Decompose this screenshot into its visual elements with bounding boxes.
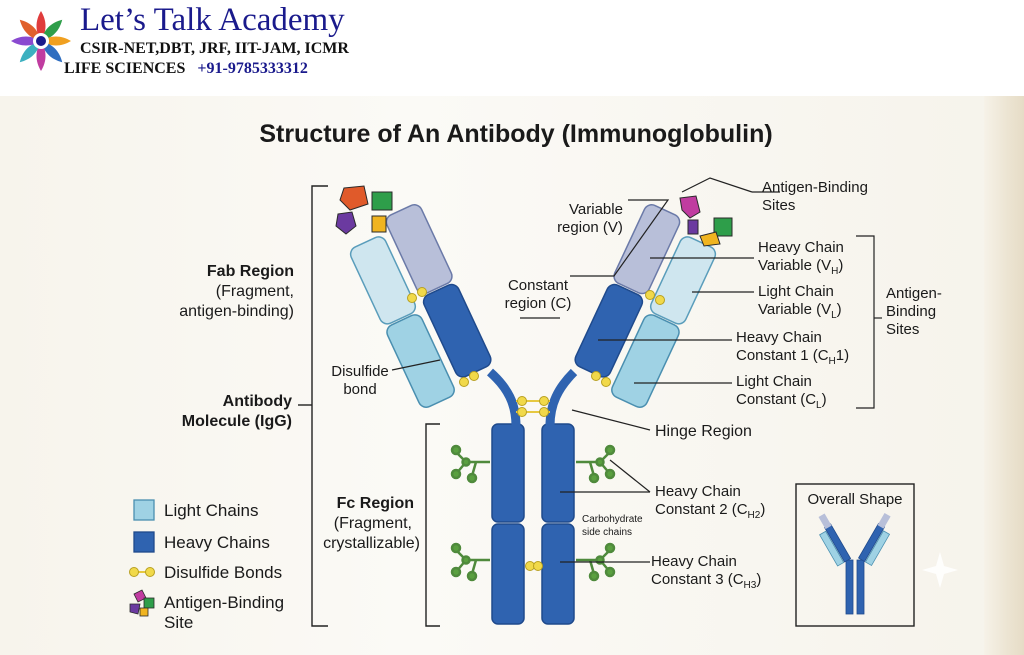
constant-region-label-2: region (C) xyxy=(505,295,572,312)
left-light-cl xyxy=(386,314,455,408)
left-heavy-vh xyxy=(385,204,453,295)
ch1-label-1: Heavy Chain xyxy=(736,329,822,346)
overall-shape-inset: Overall Shape xyxy=(795,483,915,627)
ch3-disulfide xyxy=(525,561,543,571)
leader-lines xyxy=(391,177,882,563)
legend-heavy-swatch xyxy=(133,531,155,553)
brand-exams: CSIR-NET,DBT, JRF, IIT-JAM, ICMR xyxy=(80,40,349,57)
carb-right-upper xyxy=(576,444,616,484)
carbohydrate-label-2: side chains xyxy=(582,527,632,538)
molecule-label-2: Molecule (IgG) xyxy=(182,413,292,430)
antigen-left xyxy=(335,185,393,235)
brand-subject: LIFE SCIENCES xyxy=(64,60,186,77)
legend-disulfide-swatch xyxy=(129,567,155,577)
ch1-label-2: Constant 1 (CH1) xyxy=(736,347,849,367)
disulfide-label-2: bond xyxy=(343,381,376,398)
antigen-binding-sites-label-2: Sites xyxy=(762,197,795,214)
hinge-region-label: Hinge Region xyxy=(655,423,752,440)
right-heavy-ch1 xyxy=(574,283,644,378)
hinge-disulfide-bonds xyxy=(516,396,550,417)
vl-label-2: Variable (VL) xyxy=(758,301,842,321)
ch2-label-2: Constant 2 (CH2) xyxy=(655,501,765,521)
molecule-bracket xyxy=(311,185,328,627)
brand-subject-line: LIFE SCIENCES +91-9785333312 xyxy=(64,60,308,78)
book-page-edge xyxy=(984,96,1024,655)
fab-sub-1: (Fragment, xyxy=(216,283,294,300)
disulfide-label-1: Disulfide xyxy=(331,363,389,380)
carbohydrate-chains xyxy=(450,444,616,582)
legend: Light Chains Heavy Chains Disulfide Bond… xyxy=(129,499,284,632)
fab-sub-2: antigen-binding) xyxy=(179,303,294,320)
legend-antigen-swatch xyxy=(129,589,155,617)
ch3-label-1: Heavy Chain xyxy=(651,553,737,570)
right-heavy-vh xyxy=(613,204,681,295)
hinge-left xyxy=(486,368,521,427)
left-arm xyxy=(349,204,492,408)
mini-antibody-icon xyxy=(818,512,891,615)
header-banner: Let’s Talk Academy CSIR-NET,DBT, JRF, II… xyxy=(0,0,1024,96)
constant-region-label-1: Constant xyxy=(508,277,569,294)
fc-stem-left xyxy=(491,423,525,625)
antigen-binding-right-1: Antigen- xyxy=(886,285,942,302)
legend-light-swatch xyxy=(133,499,155,521)
legend-antigen-label-1: Antigen-Binding xyxy=(164,593,284,612)
carb-right-lower xyxy=(576,542,616,582)
right-light-vl xyxy=(649,236,717,325)
vl-label-1: Light Chain xyxy=(758,283,834,300)
molecule-label-1: Antibody xyxy=(223,393,292,410)
legend-light-label: Light Chains xyxy=(164,501,259,520)
right-light-cl xyxy=(611,314,680,408)
antigen-binding-right-2: Binding xyxy=(886,303,936,320)
left-heavy-ch1 xyxy=(422,283,492,378)
hinge-right xyxy=(545,368,578,427)
inset-frame xyxy=(795,483,915,627)
academy-logo-icon xyxy=(11,11,71,71)
fc-region-label: Fc Region xyxy=(337,495,414,512)
fc-stem-right xyxy=(541,423,575,625)
right-arm xyxy=(574,204,717,408)
left-light-vl xyxy=(349,236,417,325)
ch2-label-1: Heavy Chain xyxy=(655,483,741,500)
legend-disulfide-label: Disulfide Bonds xyxy=(164,563,282,582)
fc-sub-1: (Fragment, xyxy=(334,515,412,532)
fc-sub-2: crystallizable) xyxy=(323,535,420,552)
variable-region-label-2: region (V) xyxy=(557,219,623,236)
brand-phone: +91-9785333312 xyxy=(197,60,308,77)
carb-left-upper xyxy=(450,444,490,484)
ch3-label-2: Constant 3 (CH3) xyxy=(651,571,761,591)
brand-title: Let’s Talk Academy xyxy=(80,2,345,38)
diagram-title: Structure of An Antibody (Immunoglobulin… xyxy=(259,120,772,148)
antigen-binding-sites-label-1: Antigen-Binding xyxy=(762,179,868,196)
carb-left-lower xyxy=(450,542,490,582)
antigen-binding-right-3: Sites xyxy=(886,321,919,338)
legend-antigen-label-2: Site xyxy=(164,613,193,632)
fab-region-label: Fab Region xyxy=(207,263,294,280)
fc-bracket xyxy=(425,423,440,627)
antigen-right xyxy=(679,195,733,247)
vh-label-1: Heavy Chain xyxy=(758,239,844,256)
arm-disulfide-bonds xyxy=(407,287,665,387)
inset-title: Overall Shape xyxy=(807,491,902,508)
legend-heavy-label: Heavy Chains xyxy=(164,533,270,552)
vh-label-2: Variable (VH) xyxy=(758,257,843,277)
carbohydrate-label-1: Carbohydrate xyxy=(582,514,643,525)
sparkle-icon xyxy=(922,552,958,588)
variable-region-label-1: Variable xyxy=(569,201,623,218)
cl-label-1: Light Chain xyxy=(736,373,812,390)
cl-label-2: Constant (CL) xyxy=(736,391,827,411)
